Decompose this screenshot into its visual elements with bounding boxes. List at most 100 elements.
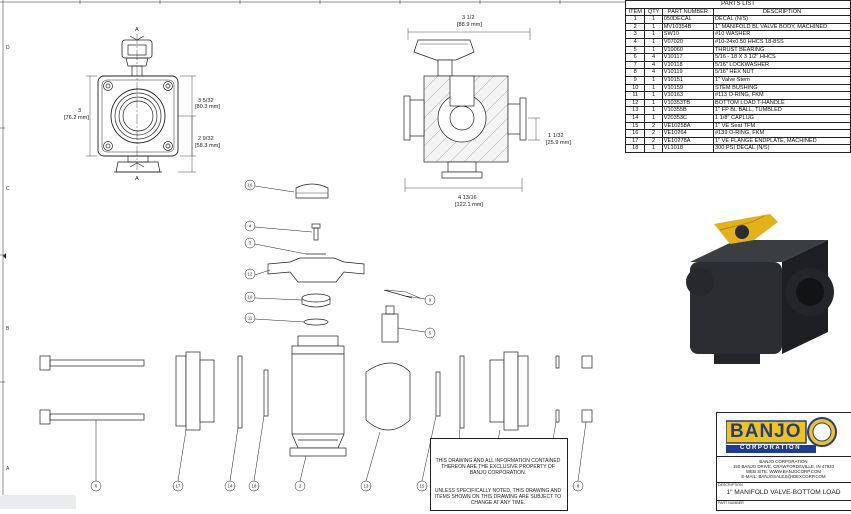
part-number-cell: V10159 <box>661 83 715 93</box>
qty-cell: 2 <box>644 121 663 131</box>
company-address: 150 BANJO DRIVE, CRAWFORDSVILLE, IN 4793… <box>732 464 835 469</box>
item-cell: 6 <box>624 53 646 62</box>
item-cell: 7 <box>624 60 646 70</box>
part-number-cell: V20353C <box>661 113 715 123</box>
description-cell: 1" VE Seat TFM <box>713 121 851 131</box>
description-label: DESCRIPTION <box>718 483 743 487</box>
qty-cell: 4 <box>644 53 663 62</box>
description-cell: #10-24x0.50 HHCS 18-8SS <box>713 37 851 47</box>
callout-15: 15 <box>420 484 425 489</box>
item-cell: 12 <box>624 98 646 108</box>
qty-cell: 1 <box>644 75 663 85</box>
qty-cell: 1 <box>644 113 663 123</box>
item-cell: 8 <box>624 68 646 77</box>
qty-cell: 1 <box>644 45 663 55</box>
logo-text: BANJO <box>730 421 802 442</box>
callout-18: 18 <box>252 484 257 489</box>
parts-table: PARTS LIST ITEM QTY PART NUMBER DESCRIPT… <box>624 0 851 153</box>
callout-14a: 14 <box>228 484 233 489</box>
col-part-number: PART NUMBER <box>661 7 715 17</box>
parts-list-title: PARTS LIST <box>625 0 851 9</box>
part-number-cell: V10355B <box>661 106 715 115</box>
callout-6: 6 <box>95 484 98 489</box>
section-dim-right: 1 1/32 <box>548 133 564 139</box>
description-cell: 1" MANIFOLD BL VALVE BODY, MACHINED <box>713 22 851 32</box>
parts-list: PARTS LIST ITEM QTY PART NUMBER DESCRIPT… <box>624 0 851 153</box>
description-cell: 1 1/8" CAPLUG <box>713 113 851 123</box>
qty-cell: 1 <box>644 144 663 153</box>
item-cell: 18 <box>624 144 646 153</box>
col-qty: QTY <box>644 7 663 17</box>
callout-9: 9 <box>429 298 432 303</box>
address-box <box>716 456 851 484</box>
item-cell: 2 <box>624 22 646 32</box>
item-cell: 3 <box>624 30 646 39</box>
item-cell: 9 <box>624 75 646 85</box>
part-number-cell: SW10 <box>661 30 715 39</box>
qty-cell: 1 <box>644 98 663 108</box>
section-mark-top: A <box>135 27 139 33</box>
description-cell: 5/16" HEX NUT <box>713 68 851 77</box>
banjo-logo: BANJO CORPORATION <box>725 416 846 454</box>
viewer-tab[interactable] <box>0 495 76 509</box>
item-cell: 13 <box>624 106 646 115</box>
front-dim-lower: 2 9/32 <box>198 136 214 142</box>
exploded-view <box>39 183 593 457</box>
part-number-cell: V10163 <box>661 91 715 100</box>
section-mark-bottom: A <box>135 176 139 182</box>
qty-cell: 1 <box>644 30 663 39</box>
callout-5: 5 <box>429 331 432 336</box>
part-number-cell: V10151 <box>661 75 715 85</box>
part-number-cell: VL1018 <box>661 144 715 153</box>
logo-sub: CORPORATION <box>740 445 802 451</box>
callout-8: 8 <box>577 484 580 489</box>
part-number-cell: 050DECAL <box>661 15 715 24</box>
zone-letter-a: A <box>6 466 10 472</box>
item-cell: 16 <box>624 129 646 138</box>
callout-16: 16 <box>248 183 253 188</box>
notice-1: THIS DRAWING AND ALL INFORMATION CONTAIN… <box>435 458 561 476</box>
center-mark-icon <box>3 253 6 259</box>
company-website: WEB SITE: WWW.BANJOCORP.COM <box>745 469 822 474</box>
company-name: BANJO CORPORATION <box>759 459 808 464</box>
callout-12: 12 <box>248 272 253 277</box>
part-number-cell: VE10264 <box>661 129 715 138</box>
col-description: DESCRIPTION <box>713 7 851 17</box>
qty-cell: 2 <box>644 129 663 138</box>
description-cell: #113 O-RING, FKM <box>713 91 851 100</box>
section-dim-top: 3 1/2 <box>462 15 474 21</box>
part-number-cell: V10117 <box>661 53 715 62</box>
section-view <box>403 28 540 192</box>
item-cell: 11 <box>624 91 646 100</box>
banjo-logo-icon <box>725 417 837 453</box>
callout-10: 10 <box>248 295 253 300</box>
qty-cell: 1 <box>644 37 663 47</box>
description-cell: 5/16 - 18 X 3 1/2" HHCS <box>713 53 851 62</box>
description-value: 1" MANIFOLD VALVE-BOTTOM LOAD <box>726 489 841 496</box>
front-dim-height-mm: [80.3 mm] <box>195 104 220 110</box>
section-dim-top-mm: [88.9 mm] <box>457 22 482 28</box>
callout-2: 2 <box>299 484 302 489</box>
description-cell: THRUST BEARING <box>713 45 851 55</box>
part-number-cell: V10353TB <box>661 98 715 108</box>
item-cell: 14 <box>624 113 646 123</box>
col-item: ITEM <box>624 7 646 17</box>
description-cell: BOTTOM LOAD T-HANDLE <box>713 98 851 108</box>
front-dim-lower-mm: [58.3 mm] <box>195 143 220 149</box>
callout-17a: 17 <box>176 484 181 489</box>
